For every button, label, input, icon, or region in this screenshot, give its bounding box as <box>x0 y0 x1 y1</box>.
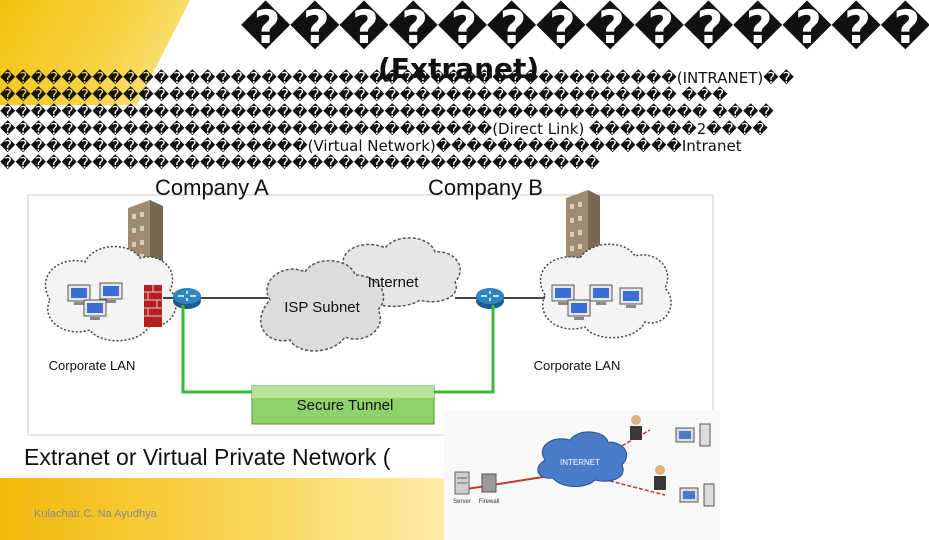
secure-tunnel-highlight <box>252 386 434 398</box>
left-router-icon <box>173 288 201 309</box>
mini-computer-icon <box>679 483 715 507</box>
slide-title-thai: �������������� <box>240 0 929 54</box>
internet-label: Internet <box>368 274 420 291</box>
isp-label: ISP Subnet <box>284 299 360 316</box>
monitor-icon <box>589 284 613 305</box>
monitor-icon <box>67 284 91 305</box>
extranet-diagram: Corporate LAN Corporate LAN ISP Subnet I… <box>27 190 720 540</box>
company-a-label: Company A <box>155 175 269 200</box>
body-line-5: ��������������������(Virtual Network)���… <box>0 137 742 155</box>
body-line-2: ����������������������������������������… <box>0 86 728 104</box>
right-lan-label: Corporate LAN <box>534 358 621 373</box>
mini-person-icon <box>630 415 642 440</box>
mini-internet-cloud <box>537 431 627 487</box>
mini-firewall-label: Firewall <box>479 499 500 505</box>
firewall-icon <box>144 285 162 327</box>
right-lan-computers <box>551 284 643 320</box>
body-line-3: ����������������������������������������… <box>0 103 774 121</box>
body-line-4: ��������������������������������(Direct … <box>0 120 768 138</box>
footer-author: Kulachatr C. Na Ayudhya <box>34 508 157 520</box>
slide-caption: Extranet or Virtual Private Network ( <box>24 444 391 470</box>
tunnel-link-line <box>181 305 260 394</box>
mini-server-icon <box>454 471 470 495</box>
monitor-icon <box>619 287 643 308</box>
slide-body-text: ����������������������������������������… <box>0 69 794 172</box>
monitor-icon <box>99 282 123 303</box>
tunnel-link-line <box>430 305 495 394</box>
left-lan-computers <box>67 282 123 320</box>
monitor-icon <box>83 299 107 320</box>
body-line-6: ��������������������������������������� <box>0 154 600 172</box>
body-line-1: ����������������������������������������… <box>0 69 794 87</box>
monitor-icon <box>551 284 575 305</box>
mini-firewall-icon <box>481 473 497 493</box>
mini-vpn-diagram: INTERNET Server Firewall <box>444 410 720 540</box>
company-b-label: Company B <box>428 175 543 200</box>
secure-tunnel-label: Secure Tunnel <box>297 397 394 414</box>
isp-subnet-cloud <box>260 259 385 352</box>
slide-title-extranet: (Extranet) <box>378 52 540 85</box>
mini-computer-icon <box>675 423 711 447</box>
monitor-icon <box>567 299 591 320</box>
right-router-icon <box>476 288 504 309</box>
mini-internet-label: INTERNET <box>560 458 600 467</box>
left-lan-label: Corporate LAN <box>49 358 136 373</box>
mini-server-label: Server <box>453 499 471 505</box>
mini-person-icon <box>654 465 666 490</box>
